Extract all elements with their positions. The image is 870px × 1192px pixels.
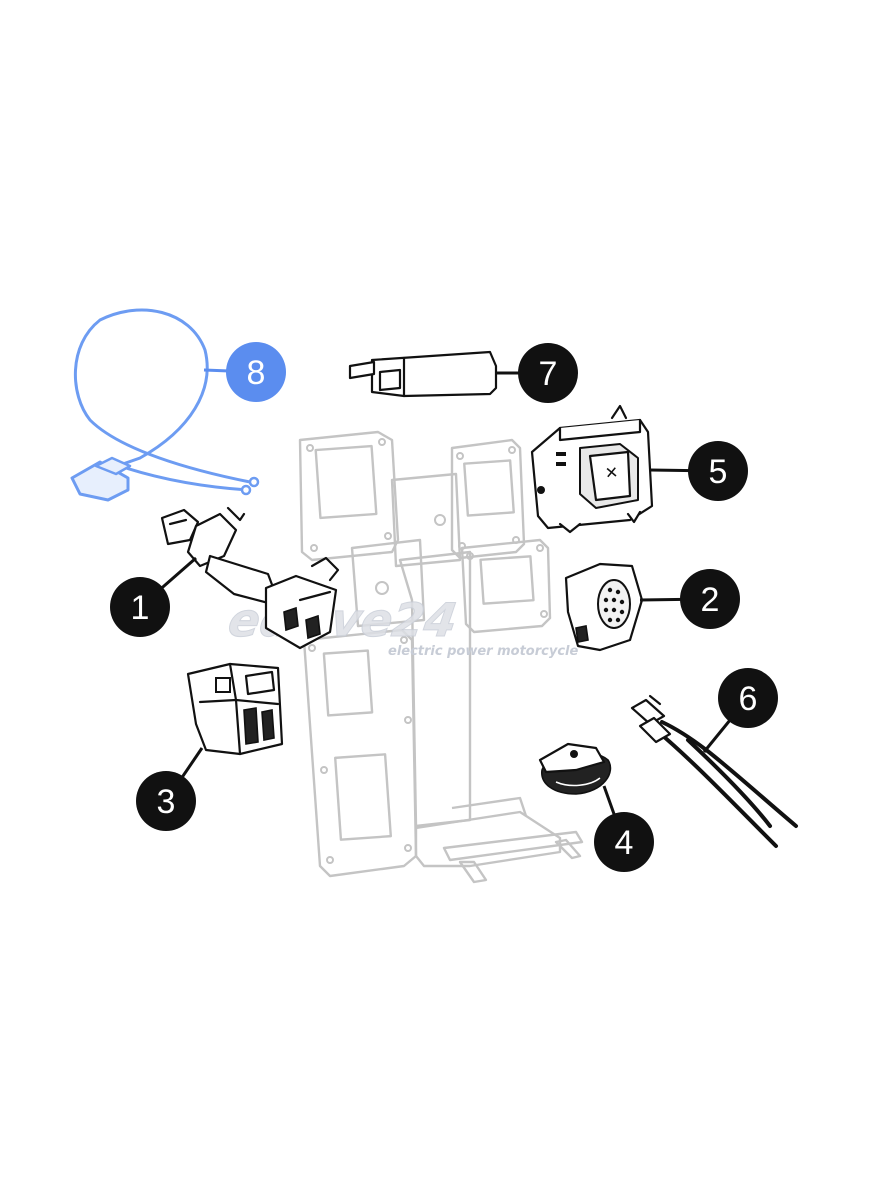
callout-7[interactable]: 7 (518, 343, 578, 403)
callout-circle (594, 812, 654, 872)
callout-circle (688, 441, 748, 501)
callout-circle (110, 577, 170, 637)
part-7-relay[interactable] (348, 350, 498, 398)
mounting-frame (298, 430, 584, 884)
callout-label: 4 (615, 824, 634, 862)
callout-circle (136, 771, 196, 831)
callout-circle (518, 343, 578, 403)
callout-label: 8 (247, 354, 266, 392)
part-8-fused-wire[interactable] (70, 308, 260, 502)
callout-label: 7 (539, 355, 558, 393)
callout-4[interactable]: 4 (594, 812, 654, 872)
callout-3[interactable]: 3 (136, 771, 196, 831)
callout-markers: 1 2 3 4 5 6 7 8 (110, 342, 778, 872)
callout-label: 1 (131, 589, 150, 627)
part-1-ignition-switch[interactable] (160, 506, 340, 650)
callout-1[interactable]: 1 (110, 577, 170, 637)
part-5-control-box[interactable]: ✕ (530, 404, 654, 534)
callout-circle (226, 342, 286, 402)
svg-text:✕: ✕ (604, 462, 619, 482)
brand-watermark: edrive24 electric power motorcycle (225, 593, 579, 659)
callout-circle (680, 569, 740, 629)
callout-label: 3 (157, 783, 176, 821)
callout-label: 2 (701, 581, 720, 619)
callout-circle (718, 668, 778, 728)
callout-2[interactable]: 2 (680, 569, 740, 629)
callout-6[interactable]: 6 (718, 668, 778, 728)
part-2-socket[interactable] (564, 562, 644, 652)
watermark-brand: edrive24 (225, 593, 460, 647)
watermark-tagline: electric power motorcycle (388, 644, 578, 659)
part-6-wiring-harness[interactable] (630, 694, 798, 848)
callout-label: 6 (739, 680, 758, 718)
part-4-horn[interactable] (538, 742, 612, 795)
part-3-handlebar-switch[interactable] (186, 662, 284, 756)
callout-label: 5 (709, 453, 728, 491)
callout-5[interactable]: 5 (688, 441, 748, 501)
callout-8[interactable]: 8 (226, 342, 286, 402)
